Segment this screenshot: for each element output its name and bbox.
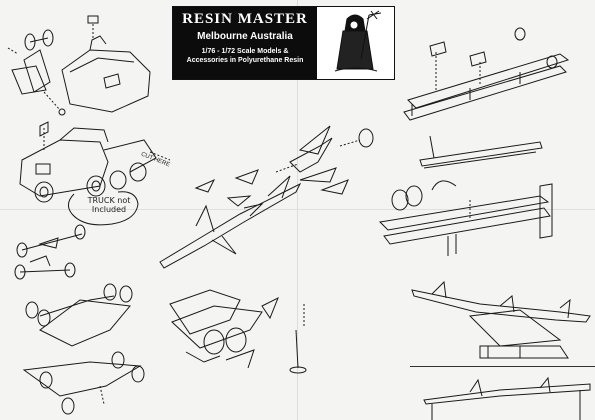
truck-note-line-2: Included <box>91 205 127 214</box>
tagline: 1/76 - 1/72 Scale Models & Accessories i… <box>177 47 313 65</box>
note-bubble <box>68 191 139 226</box>
fold-line-horizontal <box>0 209 595 210</box>
truck-note-line-1: TRUCK not <box>87 196 131 205</box>
drawing-truck-cab <box>19 121 171 203</box>
drawing-launcher-rail <box>419 135 543 169</box>
truck-not-included-note: TRUCK not Included <box>78 196 140 214</box>
drawing-wheel-axle <box>7 29 66 116</box>
tagline-line-1: 1/76 - 1/72 Scale Models & <box>201 48 289 55</box>
drawing-trailer-chassis-top <box>403 27 570 121</box>
grim-reaper-mascot-icon <box>334 10 382 72</box>
header-banner: RESIN MASTER Melbourne Australia 1/76 - … <box>172 6 395 80</box>
location-subtitle: Melbourne Australia <box>197 31 293 42</box>
tagline-line-2: Accessories in Polyurethane Resin <box>186 57 304 64</box>
drawing-trailer-chassis-mid <box>378 180 553 256</box>
drawing-assembled-launcher <box>411 280 591 359</box>
drawing-missile <box>159 125 374 269</box>
drawing-axle-assemblies <box>14 224 145 415</box>
brand-title: RESIN MASTER <box>182 11 308 27</box>
fold-line-vertical <box>297 0 298 420</box>
drawing-truck-body <box>61 15 151 113</box>
drawing-launcher-mount <box>169 289 307 374</box>
section-divider <box>410 366 595 367</box>
title-block: RESIN MASTER Melbourne Australia 1/76 - … <box>173 7 317 79</box>
drawing-missile-lower <box>423 376 591 420</box>
